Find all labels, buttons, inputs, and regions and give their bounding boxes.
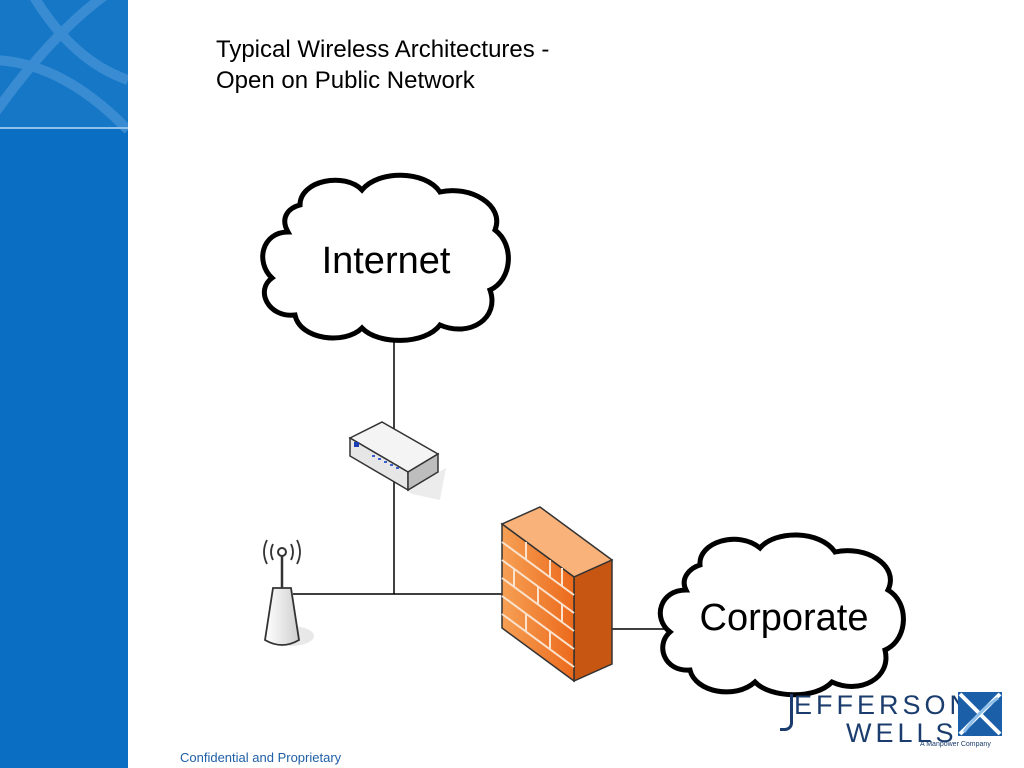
company-logo: EFFERSON WELLS A Manpower Company [780,688,1010,758]
logo-text-line-1: EFFERSON [794,690,974,720]
slide-title-line-2: Open on Public Network [216,67,475,94]
footer-confidential: Confidential and Proprietary [180,750,342,765]
logo-j-mark [780,694,793,731]
firewall-icon [500,506,614,683]
logo-tagline: A Manpower Company [920,741,991,748]
logo-text-line-2: WELLS [846,718,958,748]
router-icon [348,421,446,500]
sidebar-graphic-icon [0,0,128,134]
internet-cloud: Internet [260,172,511,343]
slide-title: Typical Wireless Architectures - Open on… [216,34,549,96]
internet-label: Internet [322,240,451,282]
corporate-label: Corporate [700,597,869,639]
logo-emblem-icon [958,692,1002,736]
corporate-cloud: Corporate [657,532,906,698]
wireless-access-point-icon [263,539,314,646]
slide-title-line-1: Typical Wireless Architectures - [216,36,550,63]
sidebar-band [0,0,128,768]
